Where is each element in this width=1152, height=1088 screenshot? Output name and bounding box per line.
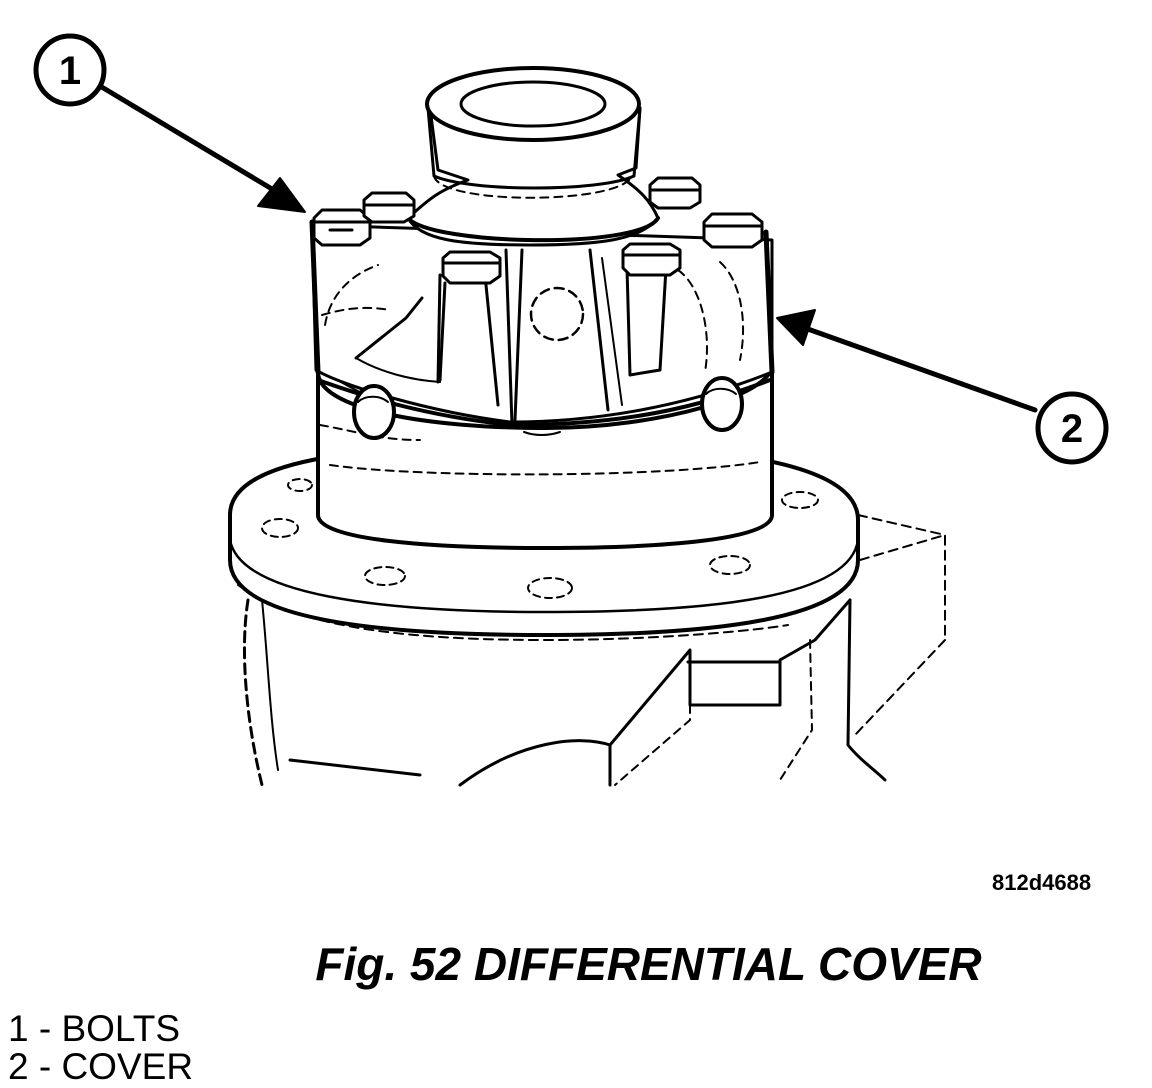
callout-circle-1: 1 [33, 33, 107, 107]
axle-housing [242, 514, 946, 787]
leader-line-bolts [97, 83, 285, 198]
arrowhead-bolts [257, 177, 306, 213]
legend-item-bolts: 1 - BOLTS [8, 1008, 181, 1049]
bolt-center-right [621, 242, 682, 277]
figure-caption: Fig. 52 DIFFERENTIAL COVER [315, 938, 982, 990]
callout-number-2: 2 [1061, 407, 1083, 451]
art-reference-code: 812d4688 [992, 870, 1092, 895]
legend-item-cover: 2 - COVER [8, 1046, 194, 1087]
bolt-back-left [362, 191, 416, 224]
bolt-back-right [648, 176, 702, 210]
bolt-front-right [702, 212, 764, 249]
arrowhead-cover [776, 309, 816, 346]
bolt-center-left [438, 250, 502, 382]
locating-pins [352, 376, 744, 440]
leader-line-cover [802, 325, 1038, 413]
bolt-front-left [312, 208, 372, 247]
cover-bolts [312, 176, 764, 382]
callout-number-1: 1 [59, 49, 81, 93]
figure-legend: 1 - BOLTS 2 - COVER [8, 1010, 193, 1086]
pinion-housing [406, 66, 660, 247]
callout-leaders [97, 83, 1038, 413]
callout-circle-2: 2 [1035, 391, 1109, 465]
